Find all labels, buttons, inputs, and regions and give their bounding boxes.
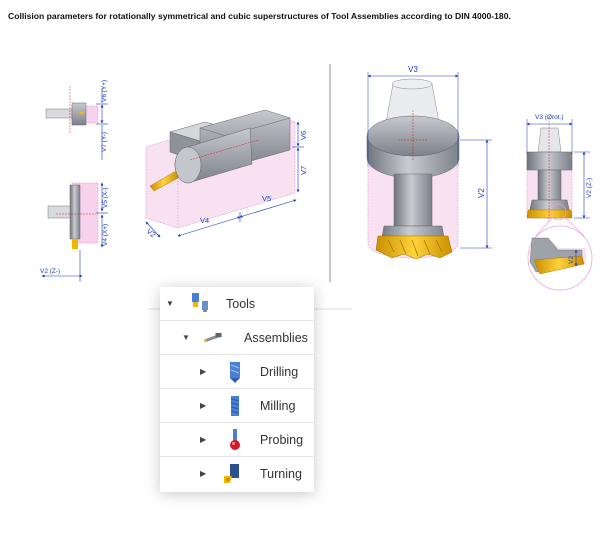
expand-right-icon[interactable]: ▶ xyxy=(200,435,207,444)
dim-iso-v7: V7 xyxy=(299,166,308,175)
dim-iso-v4: V4 xyxy=(200,216,209,225)
tree-item-probing[interactable]: ▶ Probing xyxy=(160,423,314,457)
probe-icon xyxy=(230,429,240,450)
tool-tree-panel: ▼ Tools ▼ Assemblies ▶ Drilling ▶ Millin… xyxy=(160,287,314,492)
tree-label-assemblies: Assemblies xyxy=(244,331,308,345)
expand-down-icon[interactable]: ▼ xyxy=(166,299,174,308)
iso-cubic-assembly: V6 V7 V4 V5 V2 xyxy=(145,109,308,240)
small-round-assembly: V3 (Ørot.) V2 (Z-) V2 xyxy=(526,114,593,291)
tree-item-tools[interactable]: ▼ Tools xyxy=(160,287,314,321)
dim-v2-z-minus: V2 (Z-) xyxy=(40,268,60,275)
tree-item-drilling[interactable]: ▶ Drilling xyxy=(160,355,314,389)
dim-iso-v2: V2 xyxy=(145,227,158,240)
tree-label-tools: Tools xyxy=(226,297,256,311)
assembly-icon xyxy=(203,332,223,343)
tree-label-turning: Turning xyxy=(260,467,302,481)
dim-round-v2: V2 xyxy=(477,188,486,198)
expand-right-icon[interactable]: ▶ xyxy=(200,469,207,478)
tree-label-probing: Probing xyxy=(260,433,304,447)
expand-right-icon[interactable]: ▶ xyxy=(200,367,207,376)
figure-caption: Collision parameters for rotationally sy… xyxy=(8,11,511,21)
side-view-bottom: V5 (X-) V4 (X+) V2 (Z-) xyxy=(40,182,109,282)
side-view-top: V6 (Y+) V7 (Y-) xyxy=(45,80,108,160)
dim-detail-v2: V2 xyxy=(568,256,575,264)
tools-icon xyxy=(192,293,208,312)
dim-v4-x-plus: V4 (X+) xyxy=(102,224,109,246)
round-assembly: V3 V2 xyxy=(366,65,492,260)
tree-item-turning[interactable]: ▶ Turning xyxy=(160,457,314,490)
dim-v5-x-minus: V5 (X-) xyxy=(102,187,109,208)
dim-iso-v5: V5 xyxy=(262,194,271,203)
expand-down-icon[interactable]: ▼ xyxy=(182,333,190,342)
turning-icon xyxy=(224,464,239,483)
dim-round-v3: V3 xyxy=(408,65,418,74)
dim-v6-y-plus: V6 (Y+) xyxy=(101,80,108,102)
tree-label-drilling: Drilling xyxy=(260,365,299,379)
expand-right-icon[interactable]: ▶ xyxy=(200,401,207,410)
tree-label-milling: Milling xyxy=(260,399,296,413)
dim-v7-y-minus: V7 (Y-) xyxy=(101,132,108,152)
tree-item-milling[interactable]: ▶ Milling xyxy=(160,389,314,423)
dim-iso-v6: V6 xyxy=(299,131,308,140)
tree-item-assemblies[interactable]: ▼ Assemblies xyxy=(160,321,314,355)
drill-icon xyxy=(230,362,240,383)
dim-small-v2: V2 (Z-) xyxy=(586,178,593,198)
mill-icon xyxy=(230,396,240,416)
dim-small-v3: V3 (Ørot.) xyxy=(535,114,564,121)
